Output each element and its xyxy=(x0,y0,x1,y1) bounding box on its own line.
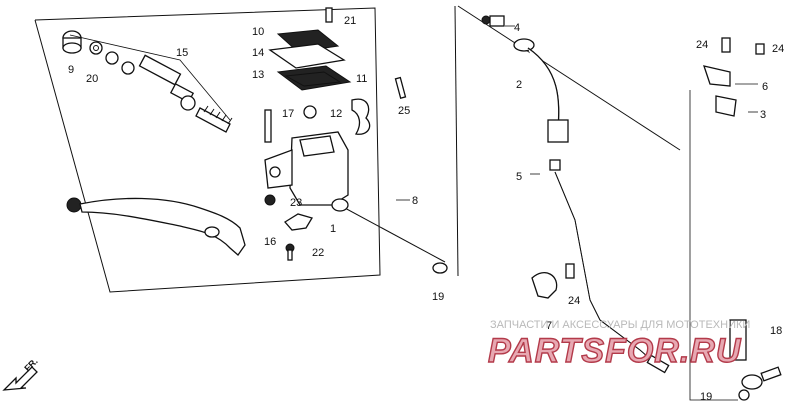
callout-2: 2 xyxy=(516,79,522,91)
callout-18: 18 xyxy=(770,325,782,337)
callout-13: 13 xyxy=(252,69,264,81)
callout-6: 6 xyxy=(762,81,768,93)
arrow-icon xyxy=(2,366,38,391)
callout-8: 8 xyxy=(412,195,418,207)
callout-1: 1 xyxy=(330,223,336,235)
callout-20: 20 xyxy=(86,73,98,85)
watermark: ЗАПЧАСТИ И АКСЕССУАРЫ ДЛЯ МОТОТЕХНИКИ PA… xyxy=(487,319,750,371)
assembly-outline xyxy=(34,5,681,293)
reservoir-cover-part xyxy=(268,7,352,91)
forward-direction-indicator: FR. xyxy=(2,356,40,391)
callout-24-top-right: 24 xyxy=(772,43,784,55)
brake-lever-part xyxy=(66,197,246,256)
callout-22: 22 xyxy=(312,247,324,259)
callout-23: 23 xyxy=(290,197,302,209)
callout-10: 10 xyxy=(252,26,264,38)
small-fittings-part xyxy=(264,76,407,261)
direction-label: FR. xyxy=(22,356,39,373)
callout-9: 9 xyxy=(68,64,74,76)
callout-4: 4 xyxy=(514,22,520,34)
brake-hose-part xyxy=(432,15,670,374)
watermark-tagline: ЗАПЧАСТИ И АКСЕССУАРЫ ДЛЯ МОТОТЕХНИКИ xyxy=(490,319,750,331)
callout-5: 5 xyxy=(516,171,522,183)
callout-11: 11 xyxy=(356,73,367,85)
callout-16: 16 xyxy=(264,236,276,248)
callout-12: 12 xyxy=(330,108,342,120)
callout-24-middle: 24 xyxy=(568,295,580,307)
callout-24-top-left: 24 xyxy=(696,39,708,51)
reservoir-cap-part xyxy=(62,30,135,75)
brake-hose-lower-part xyxy=(689,37,782,401)
callout-15: 15 xyxy=(176,47,188,59)
callout-25: 25 xyxy=(398,105,410,117)
callout-7: 7 xyxy=(546,320,552,332)
leader-lines xyxy=(396,25,758,201)
callout-21: 21 xyxy=(344,15,356,27)
watermark-brand: PARTSFOR.RU xyxy=(488,332,742,370)
callout-17: 17 xyxy=(282,108,294,120)
callout-19-right: 19 xyxy=(700,391,712,403)
callout-3: 3 xyxy=(760,109,766,121)
callout-14: 14 xyxy=(252,47,264,59)
callout-labels: 1 2 3 4 5 6 7 8 9 10 11 12 13 14 15 16 1… xyxy=(68,15,784,403)
callout-19-left: 19 xyxy=(432,291,444,303)
master-cylinder-part xyxy=(264,109,349,212)
piston-kit-part xyxy=(69,34,233,133)
